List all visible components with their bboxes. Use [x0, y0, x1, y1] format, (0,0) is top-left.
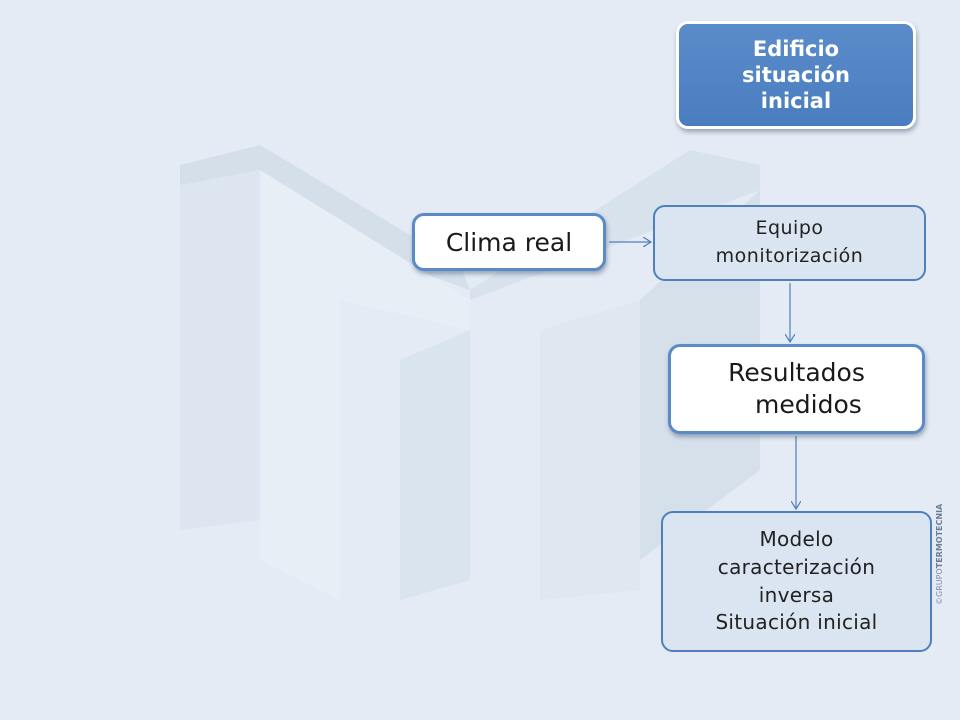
copyright-credit: ©GRUPOTERMOTECNIA [935, 504, 944, 605]
node-label: Clima real [445, 227, 573, 257]
node-label: Resultados medidos [728, 357, 865, 420]
node-label: Modelo caracterización inversa Situación… [715, 527, 878, 635]
credit-prefix: ©GRUPO [935, 568, 944, 605]
logo-right-pillar [540, 300, 640, 600]
credit-brand: TERMOTECNIA [935, 503, 944, 569]
node-resultados-medidos: Resultados medidos [668, 344, 925, 434]
node-edificio-situacion-inicial: Edificio situación inicial [676, 21, 916, 129]
logo-left-pillar [180, 170, 260, 530]
node-modelo-caracterizacion-inversa: Modelo caracterización inversa Situación… [661, 511, 932, 652]
logo-left-pillar-front [260, 170, 470, 600]
logo-center-pillar [400, 330, 470, 600]
node-label: Edificio situación inicial [742, 36, 850, 114]
node-clima-real: Clima real [412, 213, 606, 271]
node-equipo-monitorizacion: Equipo monitorización [653, 205, 926, 281]
node-label: Equipo monitorización [715, 217, 864, 267]
